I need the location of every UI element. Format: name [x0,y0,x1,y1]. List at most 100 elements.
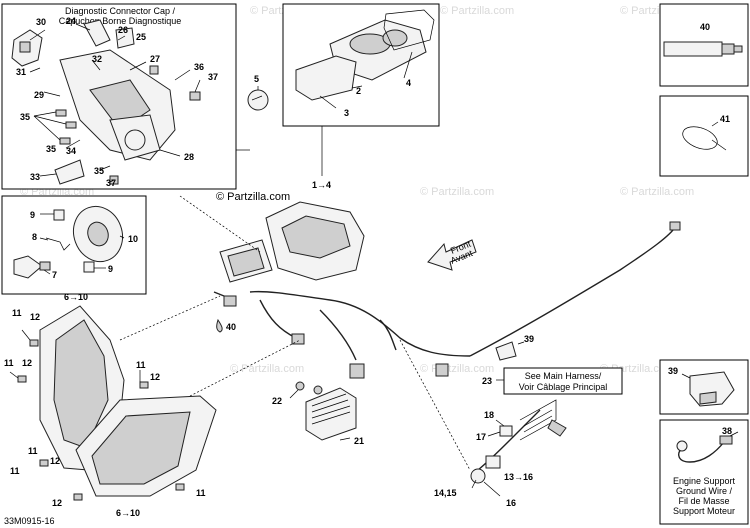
ground-wire [676,435,733,463]
copyright-label: © Partzilla.com [216,191,290,203]
callout-27: 27 [150,54,160,64]
cluster-seal [383,9,435,51]
connector-clip [83,19,135,49]
tether-switch [470,425,513,484]
ground-note-line4: Support Moteur [673,506,735,516]
callout-11-d: 11 [28,446,38,456]
callout-11-b: 11 [4,358,14,368]
gauge-5 [247,89,269,111]
watermark: © Partzilla.com [620,186,694,198]
watermark: © Partzilla.com [420,186,494,198]
callout-36: 36 [194,62,204,72]
callout-11-f: 11 [196,488,206,498]
diagram-code: 33M0915-16 [4,516,55,526]
callout-17: 17 [476,432,486,442]
harness-note-line2: Voir Câblage Principal [519,382,608,392]
callout-11-c: 11 [136,360,146,370]
callout-33: 33 [30,172,40,182]
callout-26: 26 [118,25,128,35]
callout-4: 4 [406,78,411,88]
callout-12-c: 12 [150,372,160,382]
diagnostic-connector-cap [11,29,43,67]
harness-clip-39 [495,341,517,361]
callout-1-to-4: 1→4 [312,180,331,190]
callout-23: 23 [482,376,492,386]
callout-22: 22 [272,396,282,406]
callout-32: 32 [92,54,102,64]
callout-30: 30 [36,17,46,27]
headlight-bulb [13,255,51,279]
callout-12: 12 [30,312,40,322]
callout-9-lower: 9 [108,264,113,274]
callout-7: 7 [52,270,57,280]
callout-34: 34 [66,146,76,156]
callout-8: 8 [32,232,37,242]
callout-11: 11 [12,308,22,318]
callout-2: 2 [356,86,361,96]
top-title-line2: Capuchon Borne Diagnostique [59,16,182,26]
callout-31: 31 [16,67,26,77]
callout-29: 29 [34,90,44,100]
spring-clip [45,237,71,251]
reflector-cup [72,205,124,263]
watermark: © Partzilla.com [420,363,494,375]
callout-39-detail: 39 [668,366,678,376]
ground-note-line2: Ground Wire / [676,486,733,496]
bracket-leaders [29,23,201,183]
connector-33 [54,159,85,185]
ground-note-line3: Fil de Masse [678,496,729,506]
harness-connectors [223,221,681,379]
callout-35-lower: 35 [94,166,104,176]
watermark: © Partzilla.com [230,363,304,375]
grease-drop-40 [216,318,223,333]
callout-12-d: 12 [50,456,60,466]
top-title-line1: Diagnostic Connector Cap / [65,6,176,16]
callout-13-to-16: 13→16 [504,472,533,482]
front-arrow: Front Avant [427,239,477,271]
callout-40: 40 [700,22,710,32]
harness-note-line1: See Main Harness/ [525,371,602,381]
callout-28: 28 [184,152,194,162]
handlebar-bracket [59,49,176,161]
callout-11-e: 11 [10,466,20,476]
callout-40-center: 40 [226,322,236,332]
callout-5: 5 [254,74,259,84]
harness-note-box [503,367,623,395]
callout-21: 21 [354,436,364,446]
callout-10: 10 [128,234,138,244]
callout-6-to-10-lower: 6→10 [116,508,140,518]
callout-39: 39 [524,334,534,344]
callout-6-to-10: 6→10 [64,292,88,302]
tie-wrap [682,126,727,151]
instrument-cluster-body [265,201,365,281]
callout-24: 24 [66,16,76,26]
bulb-detail-box [1,195,147,295]
headlight-screws [17,339,185,501]
callout-3: 3 [344,108,349,118]
voltage-regulator [305,387,357,441]
ground-note-line1: Engine Support [673,476,736,486]
callout-37: 37 [208,72,218,82]
cluster-housing [295,55,357,101]
bulb-socket [53,209,95,273]
right-headlight [75,395,217,497]
harness-clip-39-detail [689,371,735,407]
callout-37-lower: 35 [46,144,56,154]
callout-16: 16 [506,498,516,508]
ground-wire-box [659,419,749,525]
tie-wrap-box [659,95,749,177]
callout-9: 9 [30,210,35,220]
callout-25: 25 [136,32,146,42]
watermark: © Partzilla.com [440,5,514,17]
callout-12-e: 12 [52,498,62,508]
guide-lines [119,195,471,471]
callout-35: 35 [20,112,30,122]
grease-tube [663,41,743,57]
callout-41: 41 [720,114,730,124]
relay-module [219,239,273,283]
callout-38: 38 [722,426,732,436]
callout-18: 18 [484,410,494,420]
callout-14-15: 14,15 [434,488,457,498]
nuts-22 [295,381,323,395]
callout-37-bottom: 37 [106,178,116,188]
